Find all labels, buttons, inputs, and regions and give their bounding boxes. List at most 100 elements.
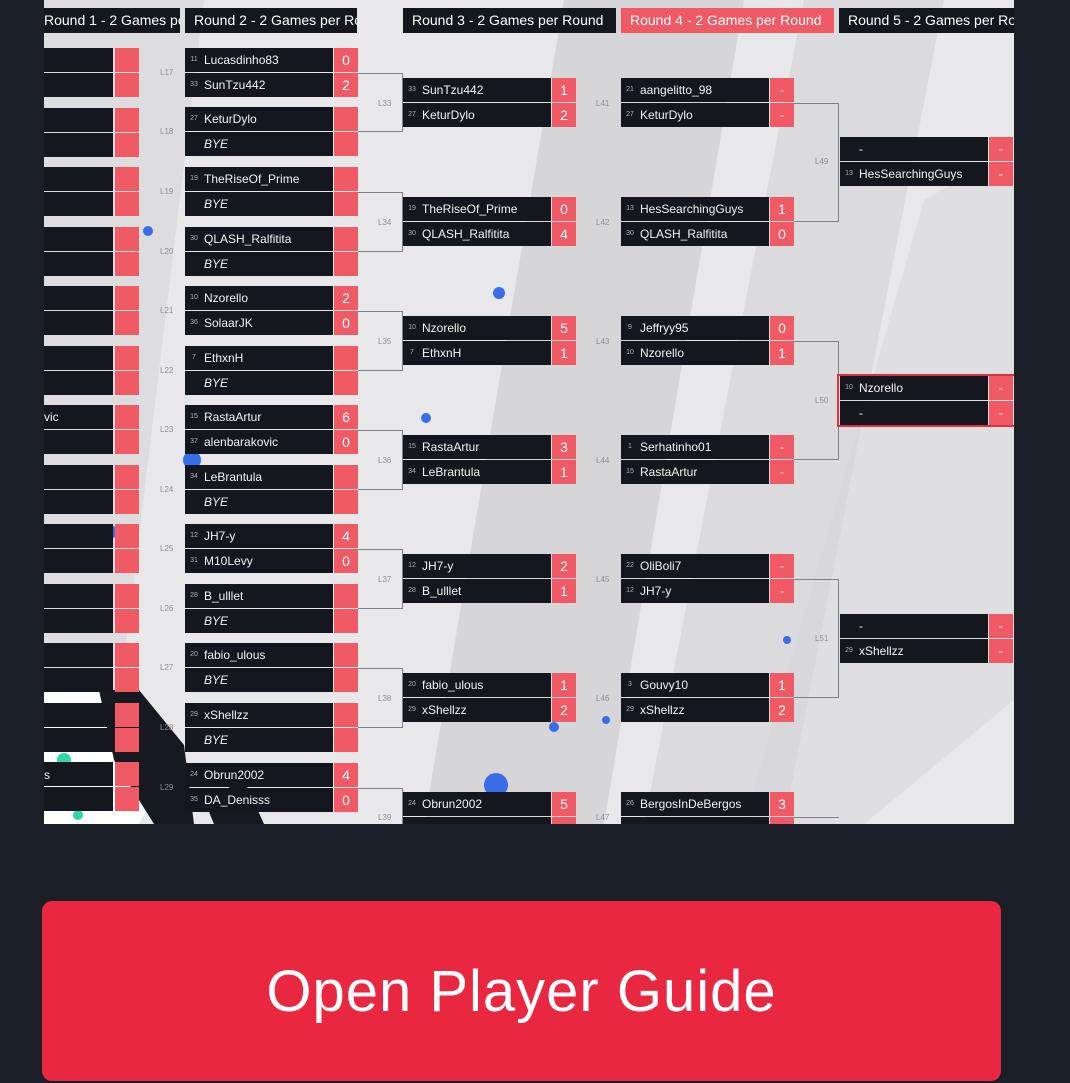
player-slot[interactable]: BYE bbox=[185, 668, 358, 692]
player-slot-bg bbox=[44, 702, 113, 727]
score-box: 0 bbox=[334, 430, 358, 454]
seed-number: 15 bbox=[408, 443, 416, 450]
player-slot[interactable]: BYE bbox=[185, 132, 358, 156]
player-slot[interactable]: BYE bbox=[185, 490, 358, 514]
player-slot[interactable]: BYE bbox=[185, 192, 358, 216]
player-slot-bg bbox=[840, 137, 988, 161]
score-box bbox=[115, 107, 139, 132]
round-header-2[interactable]: Round 2 - 2 Games per Round bbox=[185, 8, 357, 33]
player-slot-bg bbox=[44, 286, 113, 310]
open-player-guide-button[interactable]: Open Player Guide bbox=[42, 901, 1001, 1081]
player-name: - bbox=[859, 406, 863, 420]
round-header-5[interactable]: Round 5 - 2 Games per Round bbox=[839, 8, 1014, 33]
match-label: L17 bbox=[160, 68, 174, 77]
player-slot[interactable]: -- bbox=[840, 614, 1013, 638]
bracket-connector bbox=[358, 429, 403, 490]
score-box bbox=[115, 524, 139, 548]
seed-number: 12 bbox=[408, 562, 416, 569]
player-slot[interactable] bbox=[621, 817, 794, 824]
seed-number: 30 bbox=[626, 230, 634, 237]
player-slot[interactable]: -- bbox=[840, 401, 1013, 425]
round-header-3[interactable]: Round 3 - 2 Games per Round bbox=[403, 8, 616, 33]
score-box: - bbox=[770, 435, 794, 459]
match-label: L38 bbox=[378, 694, 392, 703]
player-slot[interactable]: -- bbox=[840, 137, 1013, 161]
player-slot-bg bbox=[44, 167, 113, 191]
score-box bbox=[115, 226, 139, 251]
round-header-1[interactable]: Round 1 - 2 Games per Round bbox=[44, 8, 180, 33]
seed-number: 12 bbox=[190, 532, 198, 539]
score-box bbox=[115, 311, 139, 335]
score-box: 3 bbox=[552, 435, 576, 459]
player-name: EthxnH bbox=[204, 351, 244, 365]
player-slot-bg bbox=[185, 252, 333, 276]
player-slot[interactable] bbox=[403, 817, 576, 824]
player-slot[interactable]: BYE bbox=[185, 252, 358, 276]
player-slot-bg bbox=[621, 554, 769, 578]
player-slot[interactable]: BYE bbox=[185, 609, 358, 633]
seed-number: 35 bbox=[190, 796, 198, 803]
player-slot[interactable]: BYE bbox=[185, 371, 358, 395]
score-box bbox=[115, 430, 139, 454]
seed-number: 13 bbox=[626, 205, 634, 212]
player-slot-bg bbox=[44, 668, 113, 692]
player-name: xShellzz bbox=[640, 703, 685, 717]
seed-number: 30 bbox=[190, 235, 198, 242]
player-slot-bg bbox=[403, 341, 551, 365]
score-box bbox=[115, 643, 139, 667]
player-slot[interactable]: BYE bbox=[185, 728, 358, 752]
round-header-4[interactable]: Round 4 - 2 Games per Round bbox=[621, 8, 834, 33]
seed-number: 10 bbox=[626, 349, 634, 356]
player-slot-bg bbox=[44, 464, 113, 489]
score-box: - bbox=[989, 137, 1013, 161]
score-box bbox=[115, 702, 139, 727]
